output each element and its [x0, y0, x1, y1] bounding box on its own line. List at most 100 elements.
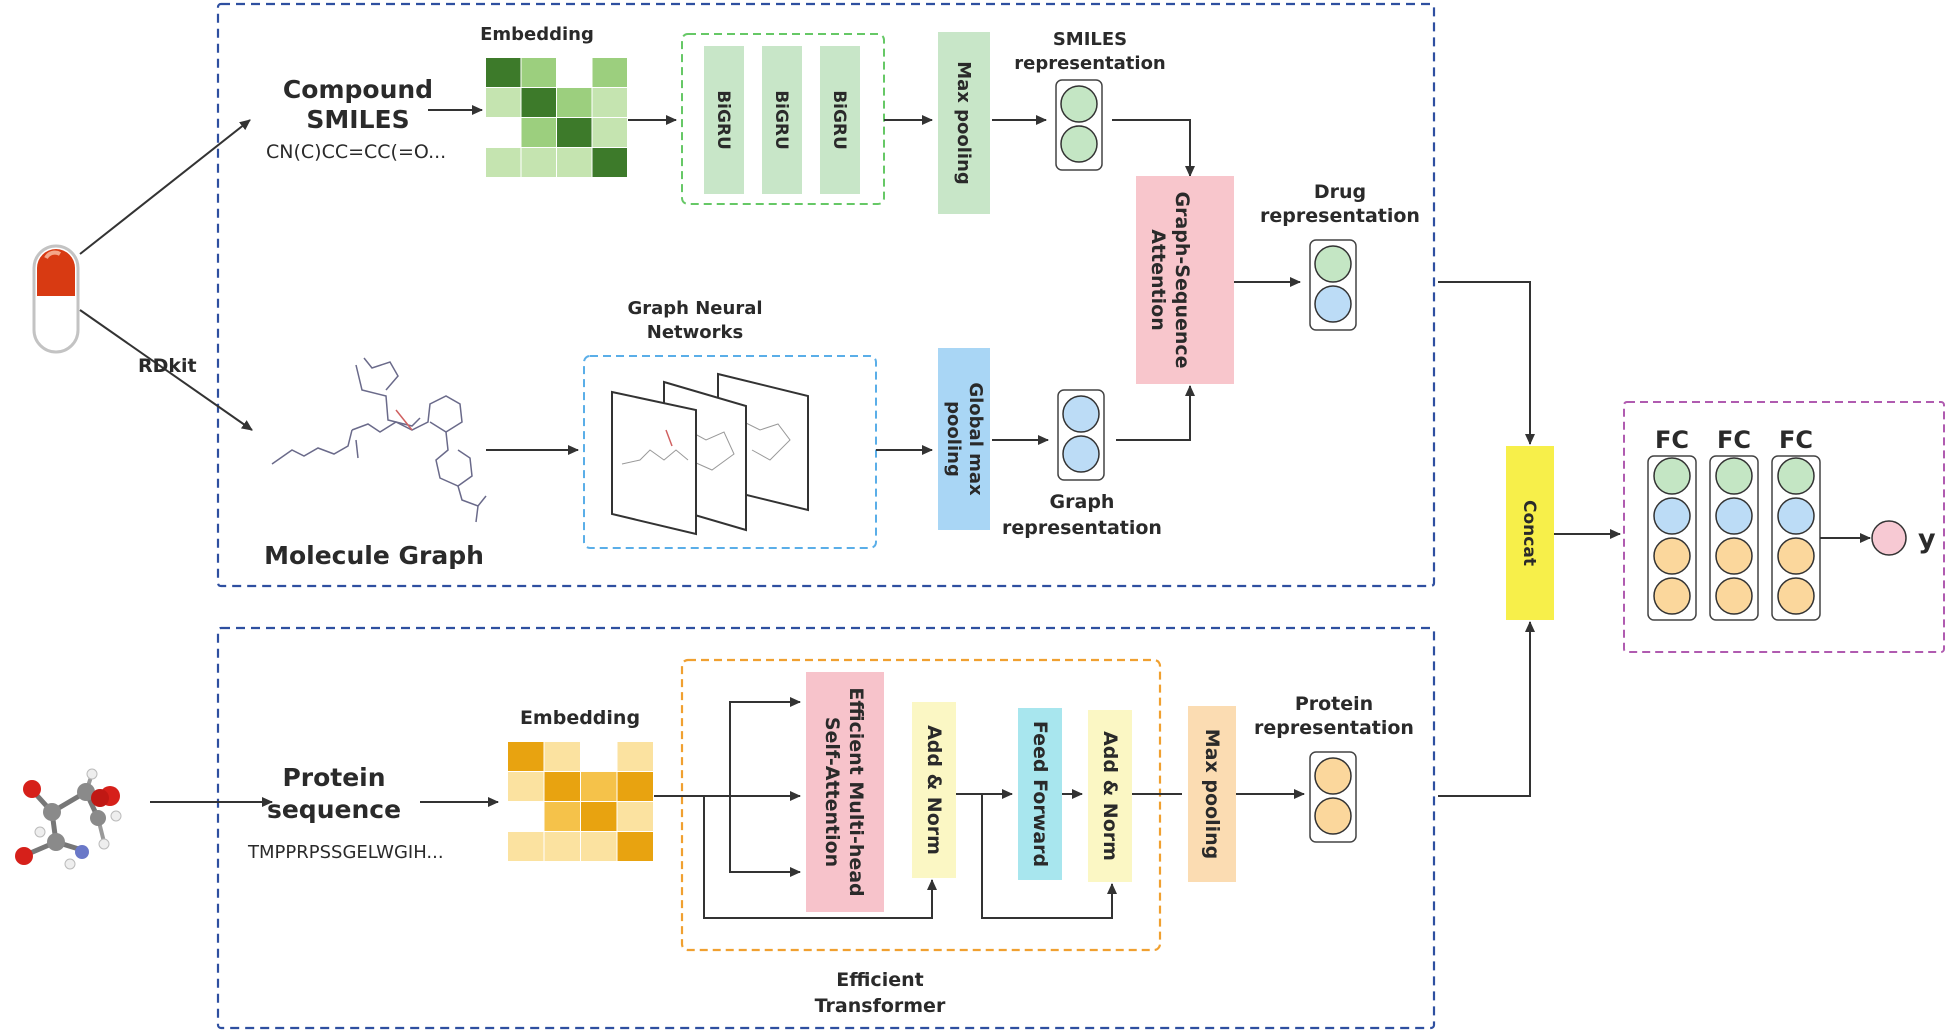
graph-representation-vector [1057, 389, 1105, 481]
output-label: y [1918, 524, 1936, 555]
embedding-cell [617, 802, 653, 831]
gnn-layer-1 [611, 390, 697, 536]
protein-sequence-title-2: sequence [267, 795, 401, 824]
protein-embedding-label: Embedding [520, 707, 640, 729]
output-node [1871, 520, 1907, 556]
global-max-pool-label: Global max [965, 382, 986, 496]
embedding-cell [557, 88, 592, 117]
embedding-cell [617, 772, 653, 801]
smiles-rep-label-2: representation [1014, 53, 1166, 74]
add-norm-block-2 [1088, 710, 1132, 882]
arrow-split-to-mha-bottom [729, 796, 801, 877]
protein-rep-label-2: representation [1254, 717, 1414, 739]
embedding-cell [521, 148, 556, 177]
concat-label: Concat [1519, 500, 1539, 566]
embedding-cell [557, 148, 592, 177]
residual-to-add-norm-2 [981, 794, 1117, 919]
fc-layer-2 [1709, 455, 1759, 621]
embedding-cell [508, 832, 544, 861]
drug-representation-vector [1309, 239, 1357, 331]
protein-rep-label: Protein [1295, 693, 1373, 715]
graph-rep-label: Graph [1050, 491, 1115, 513]
fc-head-frame [1623, 401, 1945, 653]
feed-forward-label: Feed Forward [1029, 721, 1051, 867]
embedding-cell [521, 118, 556, 147]
gnn-label-2: Networks [647, 322, 743, 343]
protein-sequence-string: TMPPRPSSGELWGIH... [247, 842, 444, 863]
fc-layer-3 [1771, 455, 1821, 621]
arrow-capsule-to-smiles [79, 119, 251, 255]
embedding-cell [581, 802, 617, 831]
protein-branch-frame [216, 626, 1436, 1030]
add-norm-label-1: Add & Norm [923, 725, 945, 855]
smiles-rep-label: SMILES [1053, 29, 1127, 50]
arrow-drug-to-concat [1438, 281, 1535, 445]
embedding-cell [486, 148, 521, 177]
protein-sequence-title: Protein [282, 763, 385, 792]
molecule-structure-icon [271, 357, 487, 523]
embedding-cell [557, 118, 592, 147]
attention-label-2: Attention [1147, 229, 1169, 330]
concat-block [1506, 446, 1554, 620]
mha-label-2: Self-Attention [821, 717, 843, 867]
embedding-cell [486, 88, 521, 117]
drug-rep-label-2: representation [1260, 205, 1420, 227]
embedding-cell [521, 58, 556, 87]
smiles-representation-vector [1055, 79, 1103, 171]
transformer-label-2: Transformer [815, 995, 946, 1017]
residual-to-add-norm-1 [703, 796, 937, 919]
graph-rep-label-2: representation [1002, 517, 1162, 539]
gnn-frame [583, 355, 877, 549]
fc-layer-1 [1647, 455, 1697, 621]
embedding-cell [508, 802, 544, 831]
smiles-maxpool-block [938, 32, 990, 214]
transformer-label: Efficient [836, 969, 923, 991]
compound-smiles-title-2: SMILES [306, 105, 409, 134]
bigru-block-1: BiGRU [704, 46, 744, 194]
embedding-cell [508, 772, 544, 801]
attention-label: Graph-Sequence [1171, 191, 1193, 368]
efficient-transformer-frame [680, 658, 1162, 952]
drug-branch-frame [216, 2, 1436, 588]
embedding-cell [617, 742, 653, 771]
protein-maxpool-label: Max pooling [1201, 729, 1223, 859]
protein-embedding-matrix [508, 742, 653, 861]
embedding-cell [486, 118, 521, 147]
feed-forward-block [1018, 708, 1062, 880]
smiles-maxpool-label: Max pooling [953, 61, 974, 185]
compound-smiles-title: Compound [283, 75, 433, 104]
add-norm-label-2: Add & Norm [1099, 731, 1121, 861]
embedding-cell [581, 742, 617, 771]
fc-label-2: FC [1717, 426, 1751, 454]
fc-label-1: FC [1655, 426, 1689, 454]
gnn-label: Graph Neural [627, 298, 762, 319]
protein-molecule-icon [15, 768, 122, 870]
embedding-cell [508, 742, 544, 771]
embedding-cell [581, 772, 617, 801]
drug-rep-label: Drug [1314, 181, 1366, 203]
embedding-cell [557, 58, 592, 87]
embedding-cell [592, 148, 627, 177]
embedding-cell [544, 802, 580, 831]
global-max-pool-block [938, 348, 990, 530]
embedding-cell [592, 118, 627, 147]
bigru-block-3: BiGRU [820, 46, 860, 194]
rdkit-label: RDkit [138, 355, 197, 377]
arrow-graph-rep-to-attention [1116, 385, 1195, 441]
protein-maxpool-block [1188, 706, 1236, 882]
protein-representation-vector [1309, 751, 1357, 843]
graph-sequence-attention-block [1136, 176, 1234, 384]
bigru-label-2: BiGRU [771, 90, 791, 150]
embedding-cell [592, 58, 627, 87]
arrow-smiles-rep-to-attention [1112, 119, 1195, 177]
embedding-cell [486, 58, 521, 87]
mha-block [806, 672, 884, 912]
arrow-split-to-mha-top [729, 697, 801, 796]
smiles-embedding-matrix [486, 58, 627, 177]
drug-capsule-icon [32, 244, 80, 354]
molecule-graph-label: Molecule Graph [264, 541, 484, 570]
fc-label-3: FC [1779, 426, 1813, 454]
global-max-pool-label-2: pooling [943, 401, 964, 477]
embedding-cell [617, 832, 653, 861]
embedding-cell [592, 88, 627, 117]
